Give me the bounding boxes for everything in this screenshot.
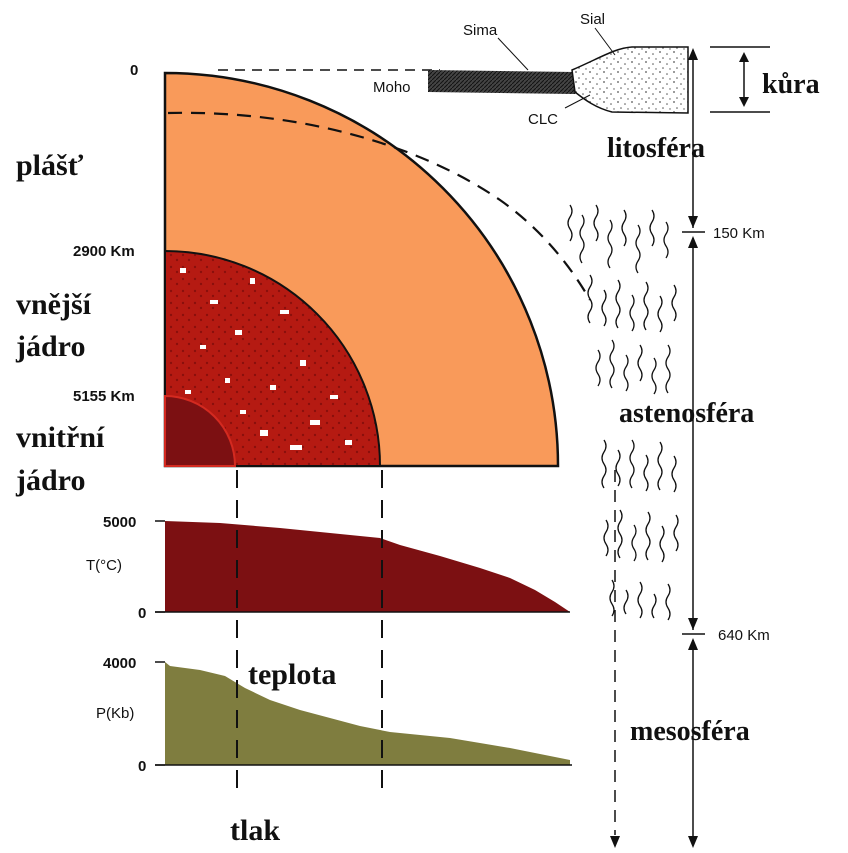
- depth-core-mantle-label: 2900 Km: [73, 243, 135, 260]
- crust-arrow-head-up: [739, 52, 749, 62]
- lithosphere-label: litosféra: [607, 133, 705, 164]
- pressure-tick-top: 4000: [103, 655, 136, 672]
- clc-pointer: [565, 95, 590, 108]
- sima-pointer: [498, 38, 528, 70]
- mantle-label: plášť: [16, 149, 84, 182]
- sima-layer: [428, 70, 585, 94]
- depth-150-label: 150 Km: [713, 225, 765, 242]
- temperature-tick-bottom: 0: [138, 605, 146, 622]
- asthenosphere-label: astenosféra: [619, 398, 754, 429]
- mesosphere-label: mesosféra: [630, 716, 750, 747]
- sial-label: Sial: [580, 11, 605, 28]
- earth-cross-section: [165, 70, 590, 466]
- pressure-chart: [155, 662, 572, 765]
- crust-arrow-head-down: [739, 97, 749, 107]
- clc-label: CLC: [528, 111, 558, 128]
- crust-label: kůra: [762, 69, 820, 100]
- depth-640-label: 640 Km: [718, 627, 770, 644]
- temperature-tick-top: 5000: [103, 514, 136, 531]
- temperature-label: teplota: [248, 658, 336, 691]
- temperature-axis-label: T(°C): [86, 557, 122, 574]
- inner-core-label-2: jádro: [15, 464, 85, 497]
- outer-core-label-2: jádro: [15, 330, 85, 363]
- pressure-tick-bottom: 0: [138, 758, 146, 775]
- temperature-chart: [155, 521, 570, 612]
- crust-detail: [428, 28, 770, 113]
- depth-inner-core-label: 5155 Km: [73, 388, 135, 405]
- pressure-axis-label: P(Kb): [96, 705, 134, 722]
- sial-layer: [572, 47, 688, 113]
- inner-core-label-1: vnitřní: [16, 421, 105, 454]
- outer-core-label-1: vnější: [16, 288, 92, 321]
- depth-surface-label: 0: [130, 62, 138, 79]
- moho-label: Moho: [373, 79, 411, 96]
- temperature-area: [165, 521, 570, 612]
- asthenosphere-dashed-arrow: [610, 836, 620, 848]
- sial-pointer: [595, 28, 615, 55]
- pressure-label: tlak: [230, 814, 280, 847]
- pressure-area: [165, 662, 570, 765]
- sima-label: Sima: [463, 22, 498, 39]
